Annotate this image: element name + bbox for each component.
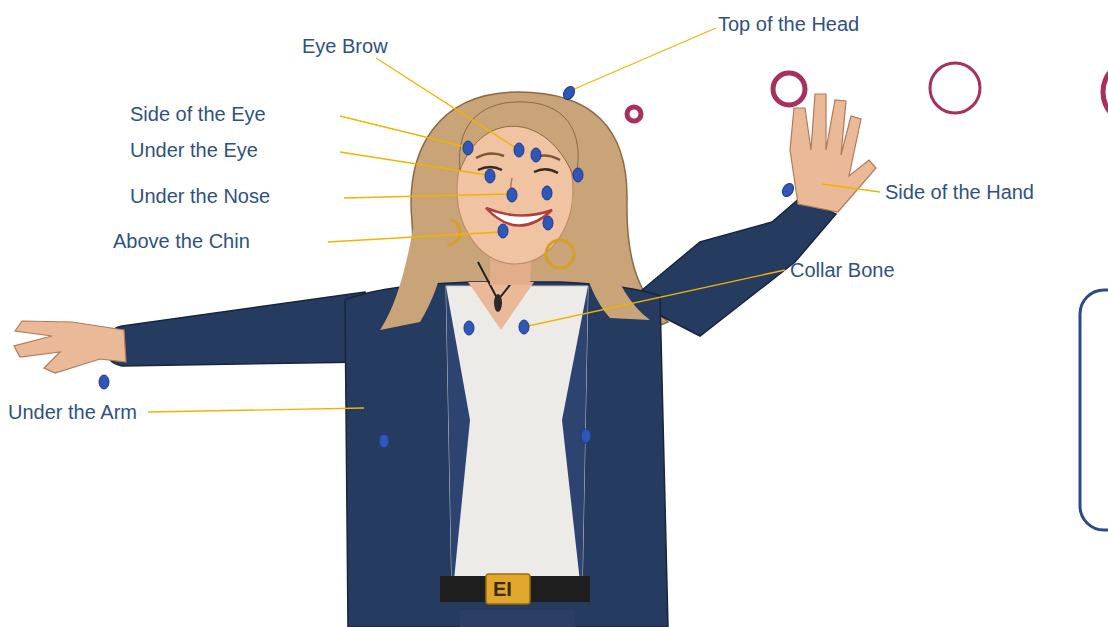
deco-circle xyxy=(627,107,641,121)
leader-line xyxy=(340,152,487,175)
leader-line xyxy=(572,28,716,90)
hair-strand xyxy=(380,200,452,330)
tapping-point xyxy=(543,216,553,230)
leader-line xyxy=(528,270,785,326)
point-label: Under the Arm xyxy=(8,400,137,424)
tapping-point xyxy=(519,320,529,334)
tapping-point xyxy=(561,84,577,101)
left-sleeve xyxy=(105,292,368,366)
pendant xyxy=(494,294,502,312)
tapping-point xyxy=(542,186,552,200)
tapping-point xyxy=(581,429,591,443)
tapping-point xyxy=(531,148,541,162)
leader-line xyxy=(822,184,880,192)
point-label: Under the Eye xyxy=(130,138,258,162)
buckle xyxy=(486,574,530,604)
leader-line xyxy=(328,232,500,242)
tapping-point xyxy=(507,188,517,202)
point-label: Eye Brow xyxy=(302,34,388,58)
hair-strand xyxy=(572,160,650,320)
tapping-point xyxy=(780,181,796,198)
trousers xyxy=(460,610,575,627)
tapping-point xyxy=(379,434,389,448)
tapping-point xyxy=(498,224,508,238)
leader-line xyxy=(148,408,364,412)
deco-circle xyxy=(773,73,805,105)
point-label: Above the Chin xyxy=(113,229,250,253)
brow xyxy=(476,153,504,158)
right-hand xyxy=(790,94,876,212)
tapping-point xyxy=(463,141,473,155)
hair xyxy=(372,92,668,338)
side-panel xyxy=(1080,290,1108,530)
tapping-points xyxy=(99,84,796,448)
point-label: Under the Nose xyxy=(130,184,270,208)
leader-lines xyxy=(148,28,880,412)
tapping-point xyxy=(514,143,524,157)
smile xyxy=(486,208,552,226)
tapping-point xyxy=(573,168,583,182)
deco-circle xyxy=(930,63,980,113)
leader-line xyxy=(340,116,466,147)
tapping-point xyxy=(464,321,474,335)
shirt xyxy=(446,286,588,600)
leader-line xyxy=(376,58,516,148)
bangs xyxy=(459,102,578,180)
tapping-point xyxy=(485,169,495,183)
earring xyxy=(546,240,574,268)
left-hand xyxy=(14,321,126,373)
point-label: Side of the Eye xyxy=(130,102,266,126)
lapel xyxy=(446,286,588,600)
deco-circle xyxy=(1103,60,1108,124)
point-label: Collar Bone xyxy=(790,258,895,282)
blazer xyxy=(345,282,668,627)
buckle-text: EI xyxy=(493,577,512,601)
leader-line xyxy=(344,194,508,198)
eye xyxy=(534,169,558,173)
tapping-point xyxy=(99,375,109,389)
point-label: Side of the Hand xyxy=(885,180,1034,204)
point-label: Top of the Head xyxy=(718,12,859,36)
